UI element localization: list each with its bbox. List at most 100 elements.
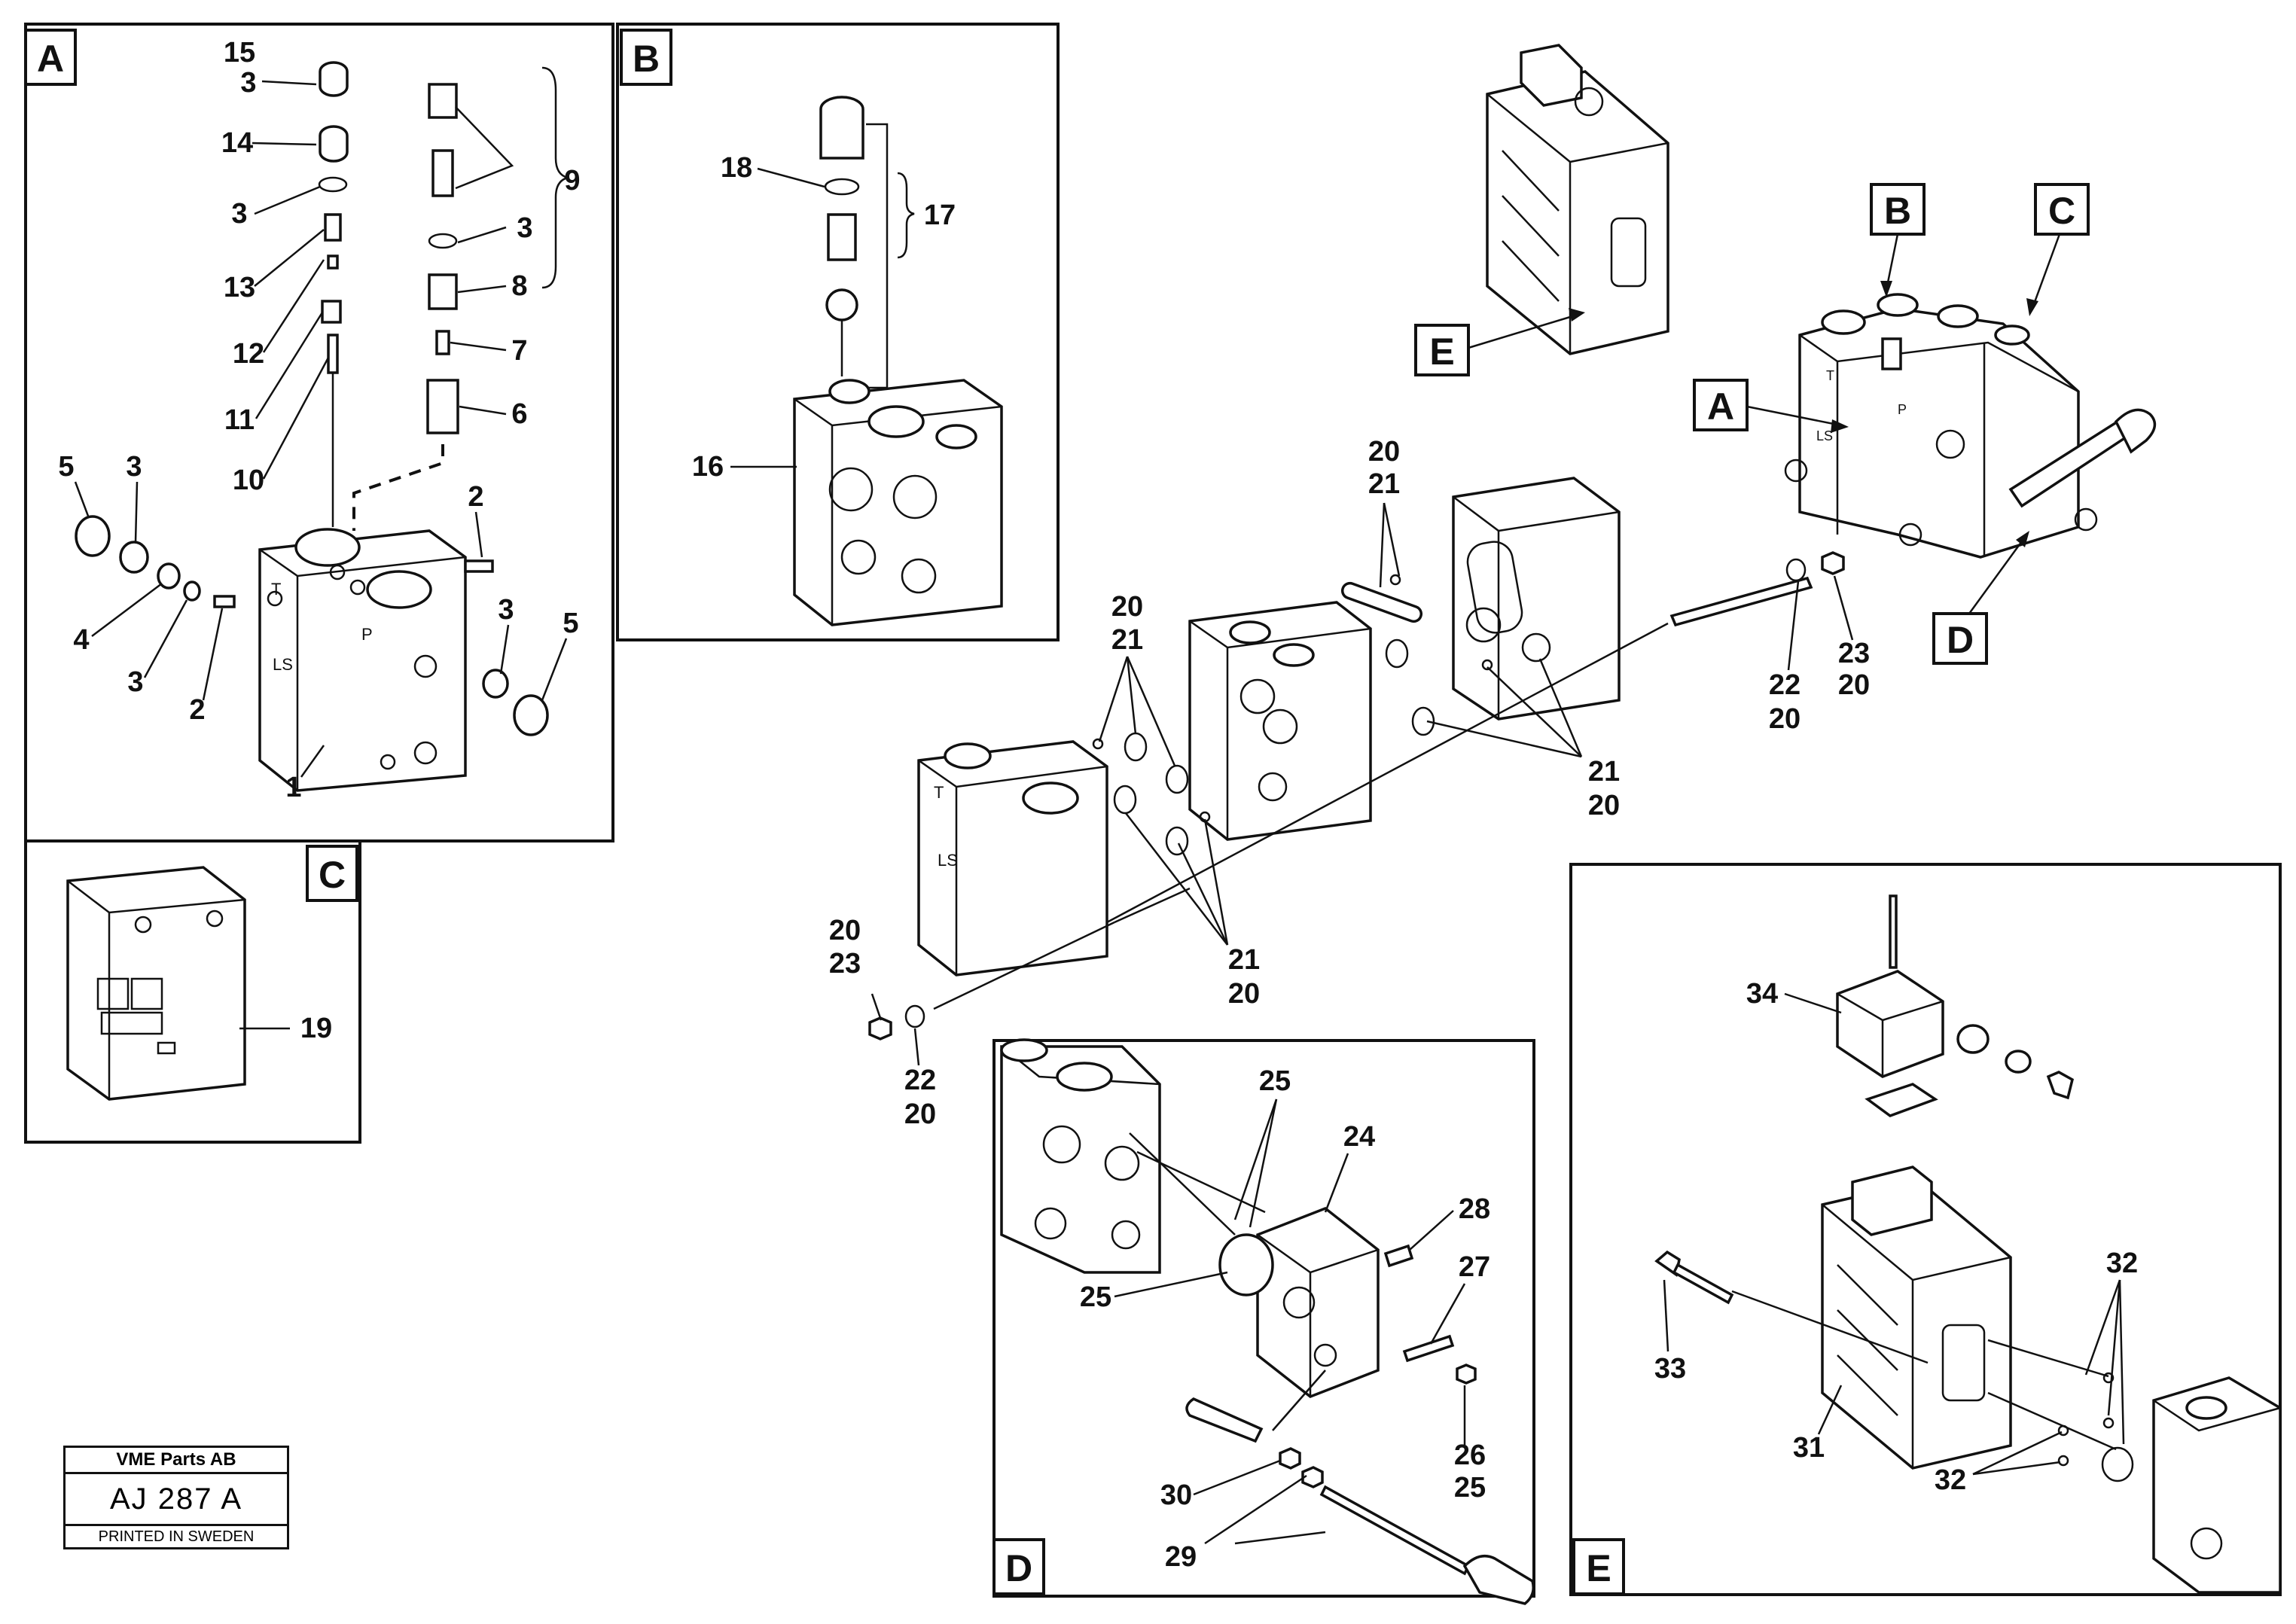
panel-tag-e: E [1572, 1538, 1625, 1595]
panel-b-callouts: 18 17 16 [692, 152, 956, 483]
svg-text:T: T [934, 783, 944, 802]
svg-text:3: 3 [126, 451, 142, 483]
panel-c-parts [66, 866, 246, 1101]
svg-text:20: 20 [829, 915, 861, 946]
svg-text:25: 25 [1454, 1472, 1486, 1504]
overview-tag-c: C [2026, 183, 2090, 316]
svg-text:21: 21 [1368, 468, 1400, 500]
svg-text:3: 3 [498, 594, 514, 626]
svg-text:20: 20 [1228, 978, 1260, 1010]
overview-tag-e: E [1414, 308, 1585, 376]
svg-text:28: 28 [1459, 1193, 1490, 1225]
main-callouts: 20 21 20 21 21 20 21 20 22 20 23 20 20 2… [829, 436, 1870, 1130]
svg-text:E: E [1586, 1547, 1611, 1589]
svg-text:18: 18 [721, 152, 752, 184]
svg-text:21: 21 [1111, 624, 1143, 656]
svg-text:32: 32 [2106, 1248, 2138, 1279]
svg-text:8: 8 [511, 270, 527, 302]
svg-text:D: D [1947, 619, 1974, 661]
svg-text:27: 27 [1459, 1251, 1490, 1283]
svg-text:21: 21 [1228, 944, 1260, 976]
overview-tag-a: A [1693, 379, 1849, 433]
svg-text:22: 22 [1769, 669, 1801, 701]
panel-tag-d: D [992, 1538, 1045, 1595]
svg-text:B: B [633, 38, 660, 80]
svg-text:31: 31 [1793, 1432, 1825, 1464]
svg-text:16: 16 [692, 451, 724, 483]
svg-text:20: 20 [904, 1098, 936, 1130]
svg-text:5: 5 [58, 451, 74, 483]
svg-text:5: 5 [563, 608, 578, 639]
svg-text:29: 29 [1165, 1541, 1197, 1573]
panel-d-parts [1000, 1038, 1535, 1605]
svg-text:12: 12 [233, 338, 264, 370]
stamp-company: VME Parts AB [63, 1446, 289, 1474]
svg-text:6: 6 [511, 398, 527, 430]
panel-d-frame [992, 1039, 1535, 1598]
panel-a-parts: T P LS [75, 61, 569, 792]
svg-text:4: 4 [73, 624, 89, 656]
panel-b-frame [616, 23, 1060, 641]
svg-text:11: 11 [224, 404, 255, 436]
stamp-code: AJ 287 A [63, 1474, 289, 1524]
svg-text:20: 20 [1368, 436, 1400, 468]
svg-text:P: P [1898, 402, 1907, 417]
svg-text:P: P [361, 625, 373, 644]
svg-text:3: 3 [240, 67, 256, 99]
panel-a-callouts: 15 3 14 3 13 12 11 10 9 3 8 7 6 5 3 4 3 … [58, 37, 580, 803]
svg-text:T: T [271, 580, 281, 599]
svg-text:10: 10 [233, 465, 264, 496]
svg-text:T: T [1826, 368, 1834, 383]
svg-text:E: E [1429, 331, 1454, 373]
panel-e-parts [1654, 894, 2282, 1594]
svg-text:C: C [2048, 190, 2075, 232]
svg-text:13: 13 [224, 272, 255, 303]
panel-c-frame [24, 839, 361, 1144]
svg-text:3: 3 [127, 666, 143, 698]
svg-text:21: 21 [1588, 756, 1620, 788]
svg-text:20: 20 [1769, 703, 1801, 735]
main-assembly-parts: T LS [868, 477, 1845, 1041]
stamp-printed: PRINTED IN SWEDEN [63, 1524, 289, 1549]
svg-text:34: 34 [1746, 978, 1778, 1010]
svg-text:2: 2 [468, 481, 483, 513]
panel-c-callouts: 19 [239, 1013, 332, 1044]
panel-e-callouts: 34 32 33 31 32 [1654, 978, 2138, 1496]
panel-d-callouts: 25 24 28 27 25 26 25 30 29 [1080, 1065, 1490, 1573]
svg-text:3: 3 [231, 198, 247, 230]
svg-text:C: C [319, 854, 346, 896]
svg-text:22: 22 [904, 1065, 936, 1096]
overview-assembly: T P LS [1486, 44, 2157, 559]
svg-text:LS: LS [938, 851, 958, 870]
svg-text:1: 1 [285, 772, 301, 803]
svg-text:19: 19 [300, 1013, 332, 1044]
svg-text:LS: LS [273, 655, 293, 674]
svg-text:25: 25 [1080, 1281, 1111, 1313]
panel-tag-c: C [306, 845, 358, 902]
panel-b-parts [793, 96, 1003, 626]
svg-text:32: 32 [1935, 1464, 1966, 1496]
panel-tag-b: B [620, 29, 672, 86]
svg-text:9: 9 [564, 165, 580, 197]
svg-text:23: 23 [1838, 638, 1870, 669]
svg-text:B: B [1884, 190, 1911, 232]
svg-text:25: 25 [1259, 1065, 1291, 1097]
panel-tag-a: A [24, 29, 77, 86]
svg-text:17: 17 [924, 200, 956, 231]
svg-text:26: 26 [1454, 1440, 1486, 1471]
overview-tag-b: B [1870, 183, 1926, 297]
svg-text:A: A [1707, 385, 1734, 428]
svg-text:LS: LS [1816, 428, 1833, 443]
svg-text:7: 7 [511, 335, 527, 367]
svg-text:20: 20 [1111, 591, 1143, 623]
svg-text:24: 24 [1343, 1121, 1375, 1153]
svg-text:20: 20 [1838, 669, 1870, 701]
svg-text:15: 15 [224, 37, 255, 69]
svg-text:D: D [1005, 1547, 1032, 1589]
svg-text:3: 3 [517, 212, 532, 244]
svg-text:2: 2 [189, 694, 205, 726]
svg-text:20: 20 [1588, 790, 1620, 821]
svg-text:A: A [37, 38, 64, 80]
panel-e-frame [1569, 863, 2282, 1596]
